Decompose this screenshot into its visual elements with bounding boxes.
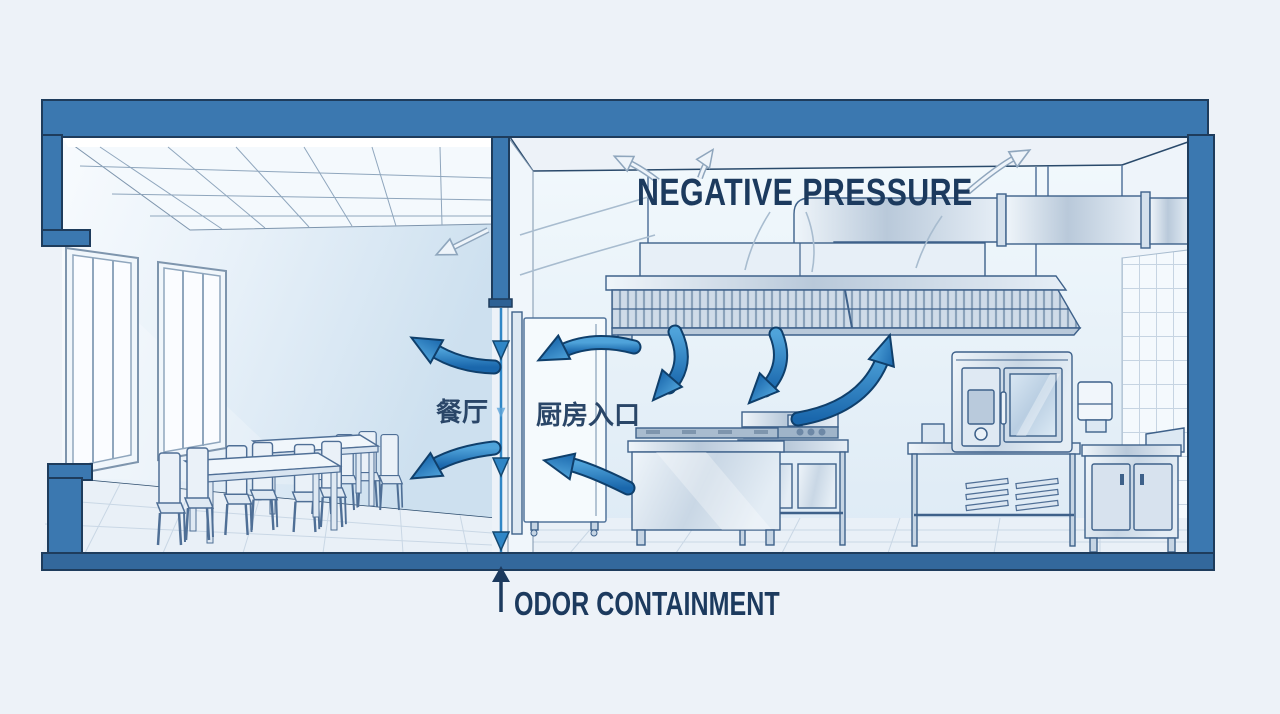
dining-draft-arrow	[431, 227, 490, 264]
dining-room-label: 餐厅	[436, 397, 489, 427]
building-frame	[41, 99, 1215, 571]
exhaust-hood	[605, 242, 1082, 344]
ceiling-leak-arrow-mid	[695, 144, 721, 179]
dining-room	[42, 136, 493, 554]
ceiling-leak-arrow-left	[610, 148, 660, 184]
negative-pressure-label: NEGATIVE PRESSURE	[637, 172, 973, 214]
containment-up-arrow	[492, 566, 510, 612]
hood-updraft-arrow	[790, 330, 904, 427]
hood-downdraft-arrow-1	[642, 324, 689, 410]
doorway-lower-arrow	[540, 446, 636, 496]
pressure-boundary-line	[492, 308, 510, 553]
dining-ceiling	[60, 136, 493, 231]
kitchen-entrance-label: 厨房入口	[536, 400, 641, 430]
combi-oven	[951, 351, 1073, 453]
dining-floor	[42, 478, 493, 554]
storage-cabinet	[1081, 427, 1185, 553]
window	[157, 260, 227, 462]
prep-counter	[627, 427, 785, 546]
partition-wall	[491, 136, 510, 303]
outline-arrows	[431, 141, 1035, 264]
paper-towel-dispenser	[1077, 381, 1113, 433]
dining-upper-arrow	[404, 325, 502, 375]
doorway-upper-arrow	[531, 334, 642, 373]
floor-band	[41, 552, 1215, 571]
duct-exhaust-arrow	[966, 141, 1035, 195]
window	[65, 246, 139, 478]
dining-lower-arrow	[404, 440, 502, 491]
kitchen	[509, 136, 1191, 554]
dining-table	[182, 452, 343, 544]
airflow-arrows	[404, 324, 904, 496]
exhaust-duct	[793, 191, 1191, 277]
odor-containment-label: ODOR CONTAINMENT	[514, 585, 780, 622]
hood-downdraft-arrow-2	[738, 326, 789, 414]
airflow-streamlines	[519, 196, 943, 276]
